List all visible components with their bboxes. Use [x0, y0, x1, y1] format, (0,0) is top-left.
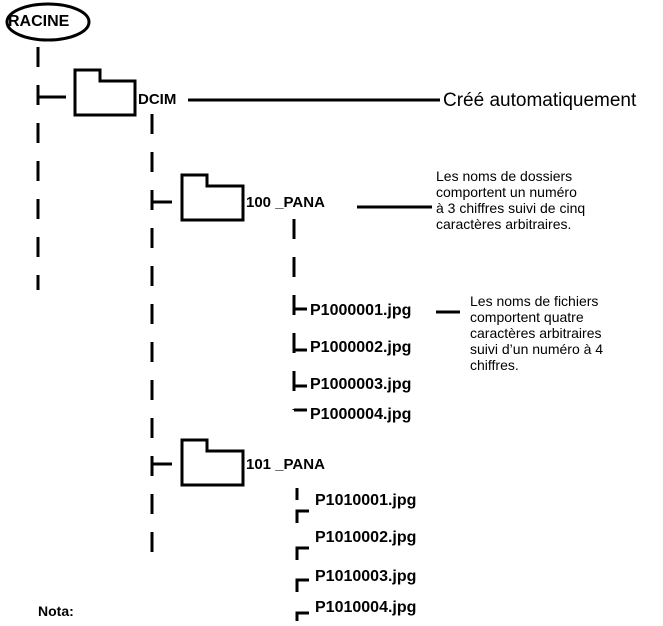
dcim-label: DCIM	[138, 91, 177, 108]
note-line: chiffres.	[470, 357, 519, 373]
file-name: P1000002.jpg	[310, 339, 412, 356]
file-name: P1000003.jpg	[310, 376, 412, 393]
folder-100-label: 100 _PANA	[246, 194, 325, 211]
file-branch	[295, 509, 309, 523]
note-line: à 3 chiffres suivi de cinq	[436, 200, 586, 216]
nota-label: Nota:	[38, 603, 74, 619]
note-line: Les noms de dossiers	[436, 168, 573, 184]
files-note: Les noms de fichiers comportent quatre c…	[470, 293, 603, 373]
file-name: P1010004.jpg	[315, 599, 417, 616]
folder-icon	[180, 173, 245, 222]
root-ellipse	[5, 2, 91, 42]
root-label: RACINE	[8, 13, 70, 30]
note-line: comportent un numéro	[436, 184, 577, 200]
folder-100-note: Les noms de dossiers comportent un numér…	[436, 168, 651, 232]
file-name: P1010002.jpg	[315, 529, 417, 546]
file-branch	[295, 578, 309, 592]
folder-icon	[180, 438, 245, 487]
file-name: P1000001.jpg	[310, 302, 412, 319]
file-branch	[295, 611, 309, 621]
file-name: P1010001.jpg	[315, 492, 417, 509]
file-branch	[295, 546, 309, 560]
note-line: comportent quatre	[470, 309, 584, 325]
folder-icon	[73, 68, 137, 117]
file-name: P1010003.jpg	[315, 568, 417, 585]
note-line: Les noms de fichiers	[470, 293, 599, 309]
note-line: caractères arbitraires.	[436, 216, 572, 232]
note-line: caractères arbitraires	[470, 325, 602, 341]
note-line: suivi d’un numéro à 4	[470, 341, 604, 357]
folder-101-label: 101 _PANA	[246, 456, 325, 473]
dcim-note: Créé automatiquement	[443, 90, 637, 111]
file-name: P1000004.jpg	[310, 406, 412, 423]
